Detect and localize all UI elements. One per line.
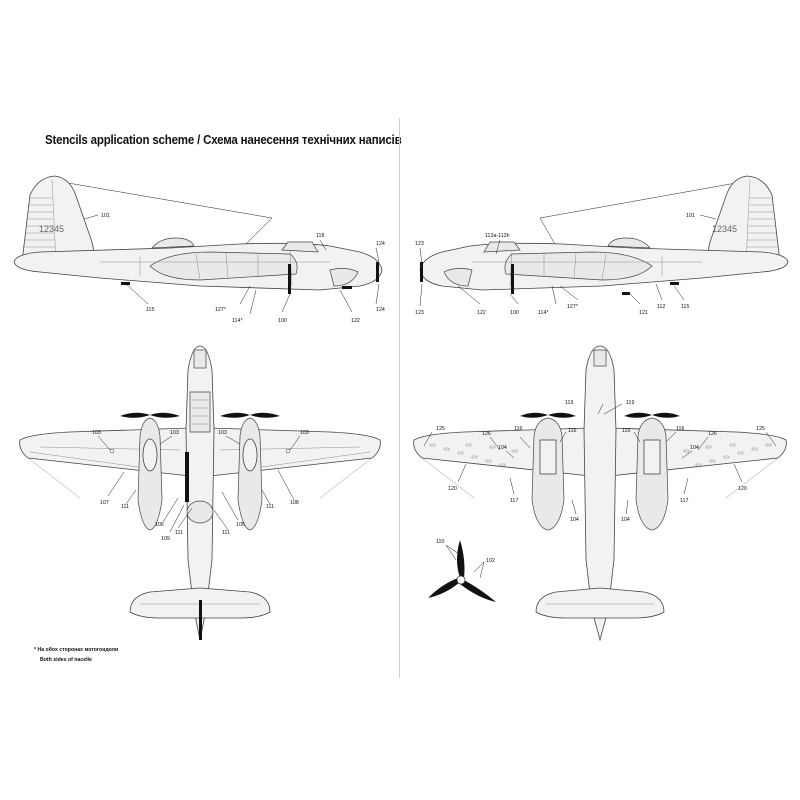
nacelle-left [137,417,163,531]
label-120: 120 [448,486,457,492]
label-104: 104 [621,517,630,523]
propeller-left [120,412,180,418]
serial-number-right: 12345 [712,224,737,234]
page-title: Stencils application scheme / Схема нане… [45,133,402,147]
label-108: 108 [290,500,299,506]
label-115: 115 [146,307,154,313]
label-125: 125 [756,426,765,432]
label-115: 115 [681,304,689,310]
label-116: 116 [676,426,684,432]
page-divider [399,118,400,678]
label-111: 111 [222,530,230,536]
propeller-edge [420,262,423,282]
dorsal-turret [186,500,214,524]
label-111: 111 [175,530,183,536]
label-106: 106 [155,522,164,528]
label-121: 121 [639,310,648,316]
label-119: 119 [626,400,634,406]
tail-fin [21,175,97,263]
antenna-wire [539,182,737,247]
top-view: 103 103 103 103 107 111 106 109 111 111 … [19,345,381,641]
label-125: 125 [436,426,445,432]
label-104: 104 [498,445,507,451]
label-111: 111 [266,504,274,510]
label-114: 114* [538,310,549,316]
side-view-right: 12345 113a-113h 123 123 101 122 100 114*… [415,175,789,316]
note-line-1: * На обох сторонах мотогондоли [34,647,119,653]
label-102: 102 [486,558,495,564]
label-101: 101 [101,213,110,219]
label-124: 124 [376,241,385,247]
label-103: 103 [92,430,101,436]
propeller-right [624,412,680,418]
gunner-turret [607,237,651,249]
label-104: 104 [570,517,579,523]
label-113a-113h: 113a-113h [485,233,510,239]
label-126: 126 [708,431,717,437]
propeller-edge [376,262,379,282]
label-117: 117 [680,498,688,504]
label-103: 103 [218,430,227,436]
tail-fin [705,175,781,263]
nose-panel [329,268,359,287]
label-126: 126 [482,431,491,437]
serial-number-left: 12345 [39,224,64,234]
nose-panel [443,268,473,287]
bottom-view: 119 119 125 126 104 116 116 116 116 104 … [413,345,787,642]
label-122: 122 [351,318,360,324]
engine-nacelle [149,251,298,281]
label-104: 104 [690,445,699,451]
gunner-turret [151,237,195,249]
propeller-left [520,412,576,418]
label-119: 119 [565,400,573,406]
label-122: 122 [477,310,486,316]
propeller-right [220,412,280,418]
label-116: 116 [514,426,522,432]
label-123: 123 [415,310,424,316]
label-101: 101 [686,213,695,219]
note-line-2: Both sides of nacelle [40,657,92,663]
tailplane [535,587,665,619]
label-110: 110 [436,539,444,545]
label-100: 100 [278,318,287,324]
label-103: 103 [300,430,309,436]
label-105: 105 [236,522,245,528]
cockpit-canopy [483,241,521,253]
fuselage-bottom [583,345,617,642]
label-117: 117 [510,498,518,504]
label-107: 107 [100,500,109,506]
label-116: 116 [622,428,630,434]
propeller-detail: 110 102 [428,539,496,602]
label-127: 127* [567,304,578,310]
label-123: 123 [415,241,424,247]
cockpit-canopy [281,241,319,253]
engine-nacelle [504,251,653,281]
walkway-strip [185,452,189,502]
label-124: 124 [376,307,385,313]
label-103: 103 [170,430,179,436]
label-120: 120 [738,486,747,492]
label-111: 111 [121,504,129,510]
label-118: 118 [316,233,324,239]
nacelle-right [237,417,263,531]
label-127: 127* [215,307,226,313]
wing-panel-markings [429,443,772,467]
label-109: 109 [161,536,170,542]
main-gear-strut [288,264,291,294]
label-114: 114* [232,318,243,324]
label-116: 116 [568,428,576,434]
label-112: 112 [657,304,665,310]
antenna-wire [67,182,273,247]
main-gear-strut [511,264,514,294]
side-view-left: 12345 101 118 124 124 115 127* 114* 100 … [13,175,385,324]
label-100: 100 [510,310,519,316]
